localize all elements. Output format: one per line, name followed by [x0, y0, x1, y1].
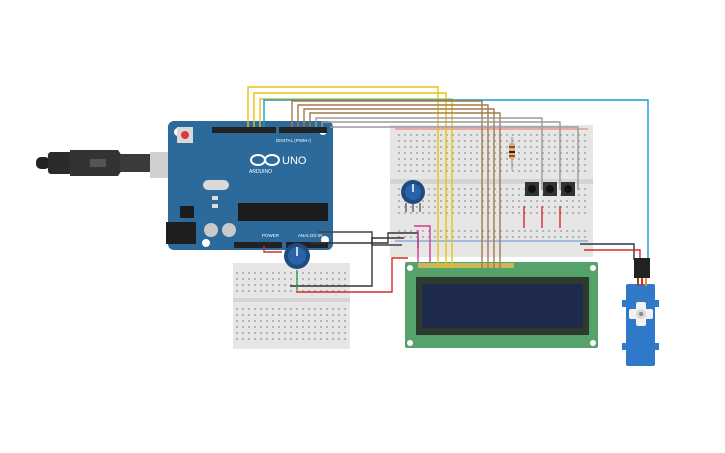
usb-cable: [36, 150, 172, 178]
servo-connector: [634, 258, 650, 278]
pushbutton-2[interactable]: [543, 182, 557, 196]
wires: [247, 86, 649, 293]
brand-label: ARDUINO: [249, 169, 272, 175]
small-breadboard: [233, 263, 350, 349]
lcd-screen: [422, 284, 583, 328]
servo-motor: [622, 258, 659, 366]
pushbutton-3[interactable]: [561, 182, 575, 196]
pushbutton-1[interactable]: [525, 182, 539, 196]
power-jack: [166, 222, 196, 244]
digital-label: DIGITAL (PWM~): [276, 138, 311, 143]
analog-label: ANALOG IN: [298, 233, 323, 238]
resistor: [509, 137, 515, 170]
digital-header-right: [279, 127, 327, 133]
lcd-16x2: [405, 262, 598, 348]
power-label: POWER: [262, 233, 280, 238]
atmega-chip: [238, 203, 328, 221]
arduino-logo: [250, 154, 280, 166]
model-label: UNO: [282, 155, 307, 167]
power-header: [234, 242, 282, 248]
arduino-uno-board: UNO ARDUINO DIGITAL (PWM~) POWER ANALOG …: [166, 121, 333, 250]
analog-header: [286, 242, 328, 248]
potentiometer-contrast[interactable]: [401, 180, 425, 212]
digital-header-left: [212, 127, 276, 133]
potentiometer-input[interactable]: [284, 243, 310, 269]
